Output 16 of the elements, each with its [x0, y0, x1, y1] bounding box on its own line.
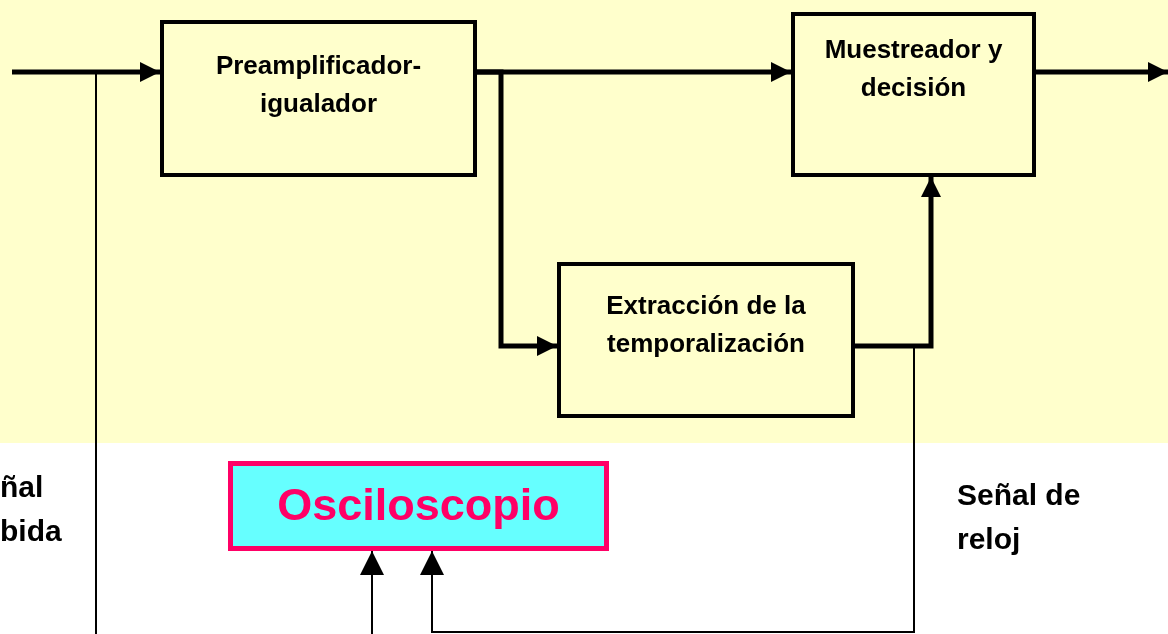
node-label: Preamplificador-igualador [214, 49, 423, 120]
arrow [1036, 62, 1168, 82]
node-label: Muestreador y decisión [823, 33, 1004, 104]
arrow [420, 345, 915, 633]
process-box [791, 12, 1036, 177]
signal-label: Señal de reloj [957, 477, 1082, 557]
arrow [855, 177, 941, 349]
process-box [160, 20, 477, 177]
arrow [477, 69, 557, 356]
process-box [557, 262, 855, 418]
signal-label: ñal bida [0, 469, 63, 549]
node-label: Osciloscopio [276, 478, 561, 532]
oscilloscope-box [228, 461, 609, 551]
node-label: Extracción de la temporalización [605, 289, 807, 360]
arrow [12, 62, 160, 82]
arrow [95, 71, 384, 634]
